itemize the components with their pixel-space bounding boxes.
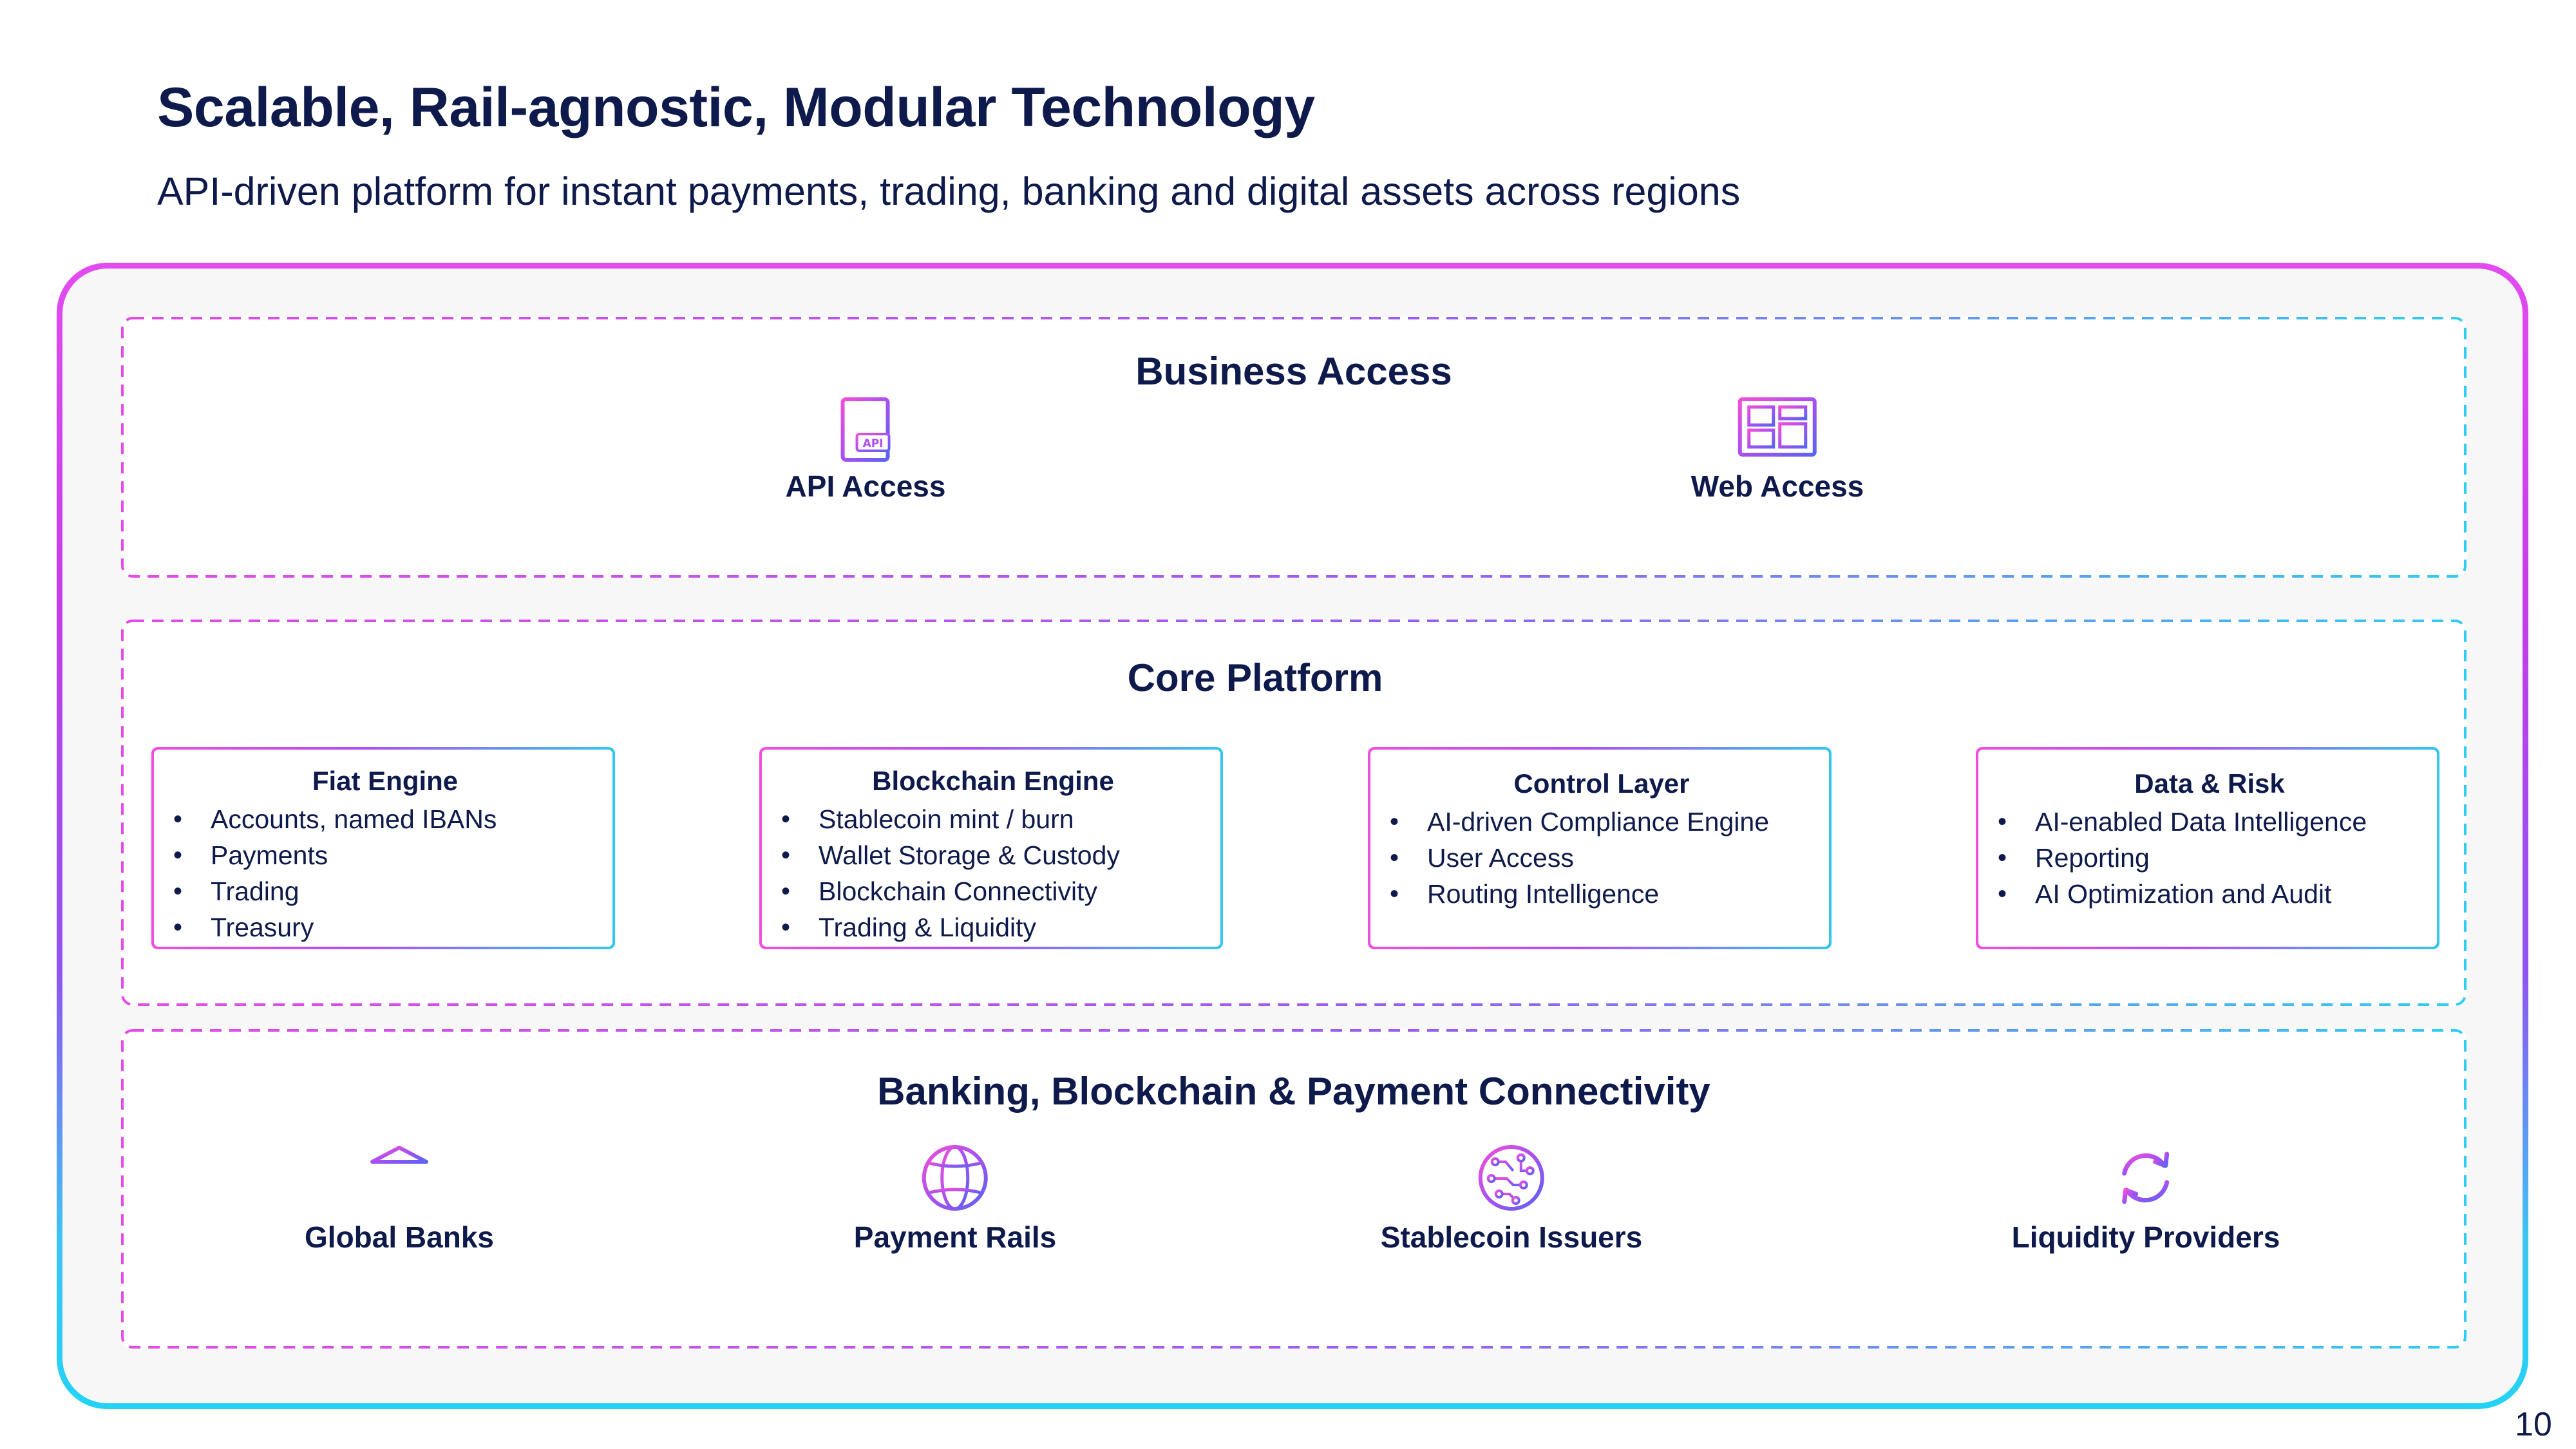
card-bullet: Routing Intelligence xyxy=(1390,876,1814,912)
svg-text:API: API xyxy=(863,437,884,450)
payment-rails-label: Payment Rails xyxy=(853,1220,1057,1254)
business-access-section: Business Access API API Access Web Acces… xyxy=(121,317,2467,578)
web-access-label: Web Access xyxy=(1690,469,1864,503)
global-banks-label: Global Banks xyxy=(305,1220,494,1254)
card-bullet: User Access xyxy=(1390,840,1814,876)
card-bullet: AI-driven Compliance Engine xyxy=(1390,804,1814,840)
api-document-icon: API xyxy=(840,397,891,462)
liquidity-providers-label: Liquidity Providers xyxy=(2011,1220,2280,1254)
data-risk-title: Data & Risk xyxy=(2134,768,2285,799)
card-bullet: Reporting xyxy=(1998,840,2421,876)
refresh-icon xyxy=(2122,1151,2170,1204)
data-risk-card: Data & Risk AI-enabled Data Intelligence… xyxy=(1976,747,2439,949)
fiat-engine-title: Fiat Engine xyxy=(312,766,459,796)
slide-subtitle: API-driven platform for instant payments… xyxy=(157,169,1741,213)
global-banks-item: Global Banks xyxy=(305,1142,494,1255)
bank-icon xyxy=(370,1146,428,1202)
card-bullet: Trading xyxy=(173,873,597,909)
card-bullet: Treasury xyxy=(173,909,597,945)
business-access-title: Business Access xyxy=(1135,350,1452,393)
page-number: 10 xyxy=(2515,1406,2552,1443)
payment-rails-item: Payment Rails xyxy=(854,1142,1056,1255)
connectivity-title: Banking, Blockchain & Payment Connectivi… xyxy=(877,1070,1710,1113)
connectivity-section: Banking, Blockchain & Payment Connectivi… xyxy=(121,1029,2467,1349)
card-bullet: Wallet Storage & Custody xyxy=(781,837,1205,873)
card-bullet: Accounts, named IBANs xyxy=(173,801,597,837)
fiat-engine-card: Fiat Engine Accounts, named IBANs Paymen… xyxy=(151,747,615,949)
card-bullet: Blockchain Connectivity xyxy=(781,873,1205,909)
stablecoin-issuers-label: Stablecoin Issuers xyxy=(1380,1220,1643,1254)
card-bullet: AI Optimization and Audit xyxy=(1998,876,2421,912)
api-access-item: API API Access xyxy=(785,395,946,504)
card-bullet: Stablecoin mint / burn xyxy=(781,801,1205,837)
control-layer-title: Control Layer xyxy=(1513,768,1690,799)
liquidity-providers-item: Liquidity Providers xyxy=(2012,1142,2280,1255)
circuit-coin-icon xyxy=(1479,1145,1544,1211)
api-access-label: API Access xyxy=(785,469,946,503)
blockchain-engine-card: Blockchain Engine Stablecoin mint / burn… xyxy=(759,747,1223,949)
card-bullet: Payments xyxy=(173,837,597,873)
blockchain-engine-title: Blockchain Engine xyxy=(872,766,1114,796)
stablecoin-issuers-item: Stablecoin Issuers xyxy=(1380,1142,1643,1255)
globe-icon xyxy=(922,1145,988,1211)
control-layer-card: Control Layer AI-driven Compliance Engin… xyxy=(1368,747,1832,949)
card-bullet: AI-enabled Data Intelligence xyxy=(1998,804,2421,840)
core-platform-title: Core Platform xyxy=(1127,656,1383,699)
slide-title: Scalable, Rail-agnostic, Modular Technol… xyxy=(157,77,1315,138)
web-dashboard-icon xyxy=(1738,397,1817,460)
web-access-item: Web Access xyxy=(1691,395,1864,504)
card-bullet: Trading & Liquidity xyxy=(781,909,1205,945)
